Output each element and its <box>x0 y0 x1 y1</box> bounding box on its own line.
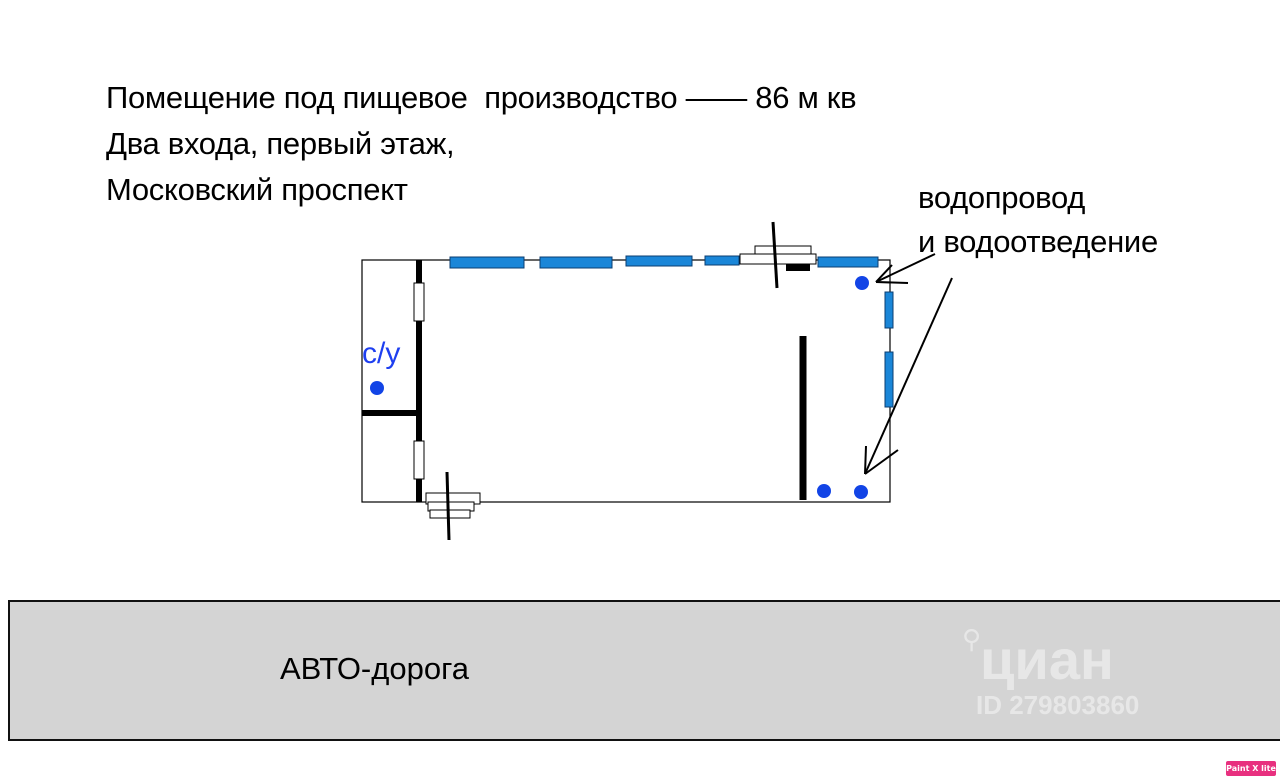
window-top-2 <box>539 256 613 269</box>
water-point-top-right <box>855 276 869 290</box>
floor-plan <box>361 221 953 541</box>
road-label: АВТО-дорога <box>280 651 469 686</box>
location-pin-icon: ⚲ <box>962 624 982 654</box>
watermark-brand: циан <box>980 628 1114 691</box>
title-line-2: Два входа, первый этаж, <box>106 126 455 161</box>
window-top-5 <box>817 256 879 268</box>
entrance-door-top <box>739 221 817 289</box>
title-line-3: Московский проспект <box>106 172 408 207</box>
utilities-label-line-1: водопровод <box>918 180 1086 215</box>
road-area: АВТО-дорога ⚲ циан ID 279803860 <box>8 600 1280 741</box>
window-top-3 <box>625 255 693 267</box>
title-line-1: Помещение под пищевое производство —— 86… <box>106 80 857 115</box>
bathroom-label: с/у <box>362 337 401 370</box>
app-badge: Paint X lite <box>1226 761 1276 776</box>
entrance-door-bottom <box>425 471 481 541</box>
water-point-bottom-1 <box>817 484 831 498</box>
bathroom-door-top <box>413 282 425 322</box>
window-top-4 <box>704 255 740 266</box>
arrow-to-bottom-water <box>864 277 953 475</box>
water-point-bottom-2 <box>854 485 868 499</box>
water-point-bathroom <box>370 381 384 395</box>
window-right-2 <box>884 351 894 408</box>
outer-walls <box>361 259 891 503</box>
bathroom-door-bottom <box>413 440 425 480</box>
watermark: ⚲ циан ID 279803860 <box>940 622 1180 722</box>
window-right-1 <box>884 291 894 329</box>
watermark-id: ID 279803860 <box>976 690 1140 720</box>
arrow-to-top-water <box>875 253 936 284</box>
utilities-label-line-2: и водоотведение <box>918 224 1158 259</box>
window-top-1 <box>449 256 525 269</box>
